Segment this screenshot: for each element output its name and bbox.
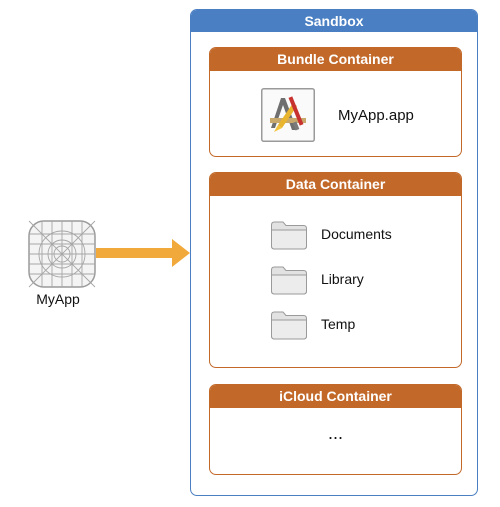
folder-temp: Temp [270,308,450,340]
bundle-container: Bundle Container MyApp.app [209,47,462,157]
icloud-container-title: iCloud Container [210,385,461,408]
app-label: MyApp [36,291,80,307]
bundle-item-label: MyApp.app [338,107,414,124]
sandbox: Sandbox Bundle Container MyApp.app Data … [190,9,478,496]
arrow-right-icon [96,239,190,267]
sandbox-title: Sandbox [191,10,477,32]
folder-label: Temp [321,316,356,332]
folder-icon [271,221,307,250]
data-container-title: Data Container [210,173,461,196]
folder-icon [271,266,307,295]
app-icon [28,220,96,288]
data-container: Data Container Documents Library Temp [209,172,462,368]
folder-label: Documents [321,226,392,242]
folder-icon [271,311,307,340]
icloud-container: iCloud Container ... [209,384,462,475]
folder-library: Library [270,263,450,295]
bundle-container-title: Bundle Container [210,48,461,71]
app-bundle-icon [261,88,315,142]
icloud-content: ... [327,423,343,443]
folder-label: Library [321,271,364,287]
folder-documents: Documents [270,218,450,250]
